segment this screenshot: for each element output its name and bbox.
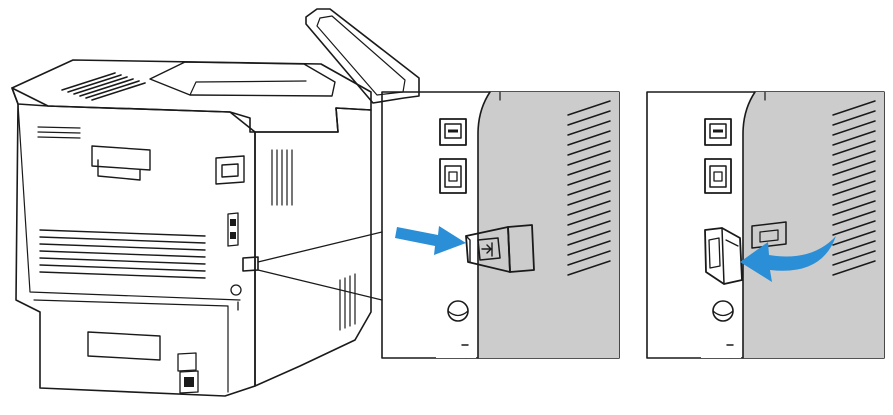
printer-rear-view — [11, 8, 420, 397]
power-inlet — [177, 352, 199, 394]
cover-latch-tab — [477, 237, 501, 261]
panel-cover-removed — [646, 91, 885, 359]
port-cover — [465, 224, 535, 273]
top-vent — [61, 72, 146, 101]
rear-door-handle — [91, 145, 151, 181]
ethernet-port-closeup — [704, 158, 732, 194]
removed-port-cover — [704, 227, 743, 285]
callout-leader-bottom — [257, 269, 383, 301]
side-vent — [271, 149, 356, 331]
tray-lid-outer — [305, 8, 420, 104]
printer-side-face — [254, 107, 372, 387]
printer-side-closeup — [478, 92, 619, 358]
callout-leader-top — [257, 231, 383, 263]
exposed-socket — [751, 221, 787, 249]
port-hole-closeup — [447, 300, 469, 322]
usb-port-closeup — [439, 118, 467, 146]
tray-lid-inner — [316, 15, 406, 96]
port-cover-front — [465, 226, 511, 273]
side-vent-closeup — [567, 100, 611, 276]
side-vent-closeup — [832, 100, 876, 276]
rotate-direction-arrow — [740, 236, 836, 282]
output-tray-recess — [149, 61, 336, 97]
cover-arrow-symbol — [481, 242, 493, 257]
panel-remove-cover — [381, 91, 620, 359]
printer-rear-face — [11, 87, 256, 397]
paper-tray-handle — [87, 331, 161, 361]
rear-vent-upper — [37, 126, 81, 139]
port-hole-closeup — [712, 300, 734, 322]
open-tray-lid — [305, 8, 420, 104]
ethernet-port-closeup — [439, 158, 467, 194]
remove-direction-arrow — [395, 226, 466, 255]
printer-side-closeup — [743, 92, 884, 358]
rear-vent-lower — [39, 229, 206, 279]
usb-port-closeup — [704, 118, 732, 146]
rear-port-column — [227, 212, 259, 311]
usb-port — [215, 155, 245, 185]
